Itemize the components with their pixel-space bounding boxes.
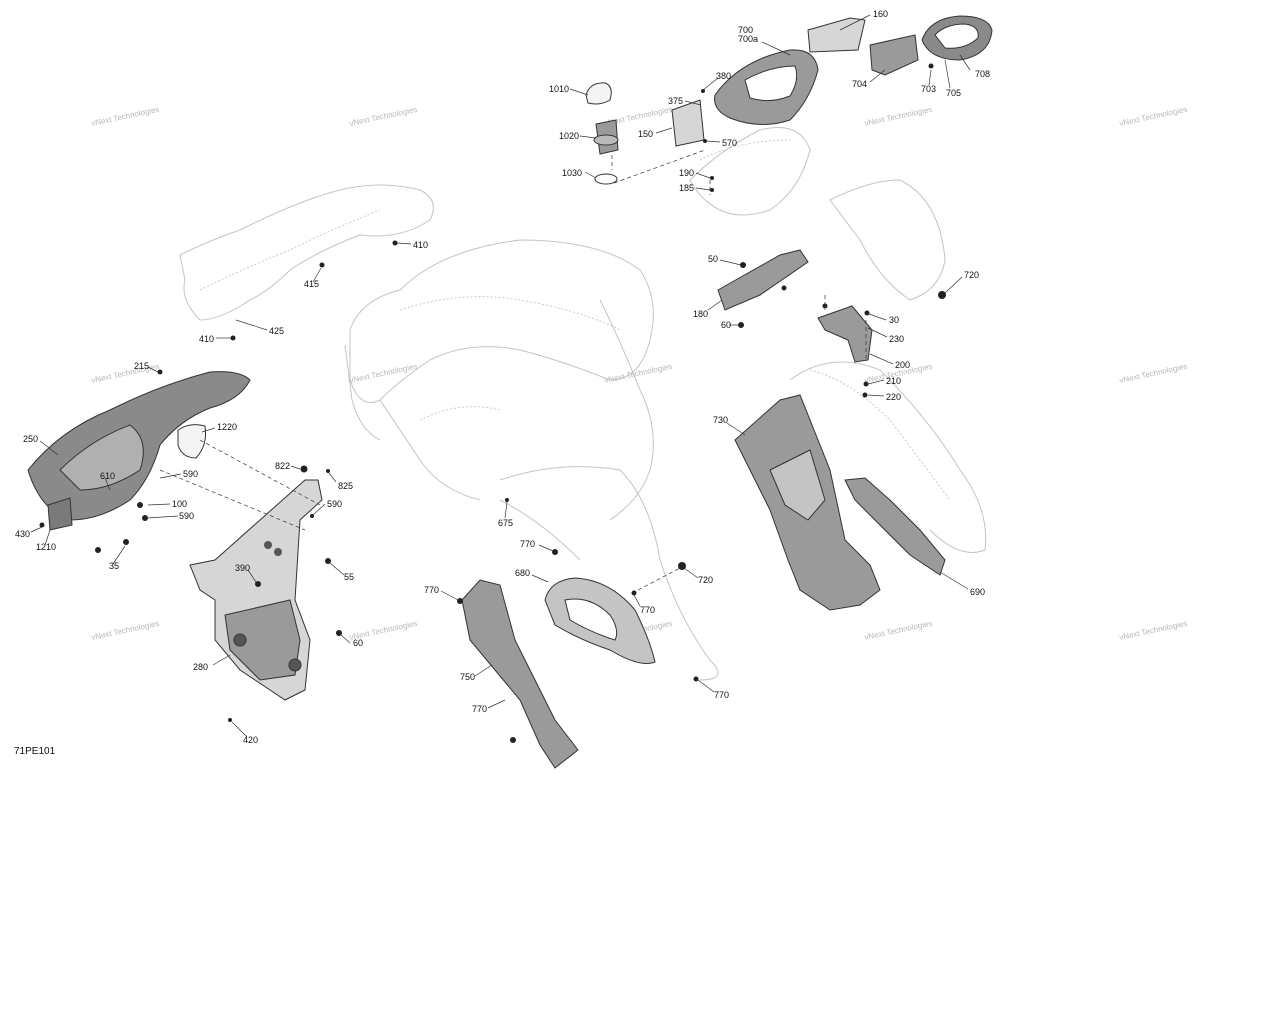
callout-410-upper: 410 (413, 240, 428, 250)
callout-1020: 1020 (559, 131, 579, 141)
callout-180: 180 (693, 309, 708, 319)
svg-text:vNext Technologies: vNext Technologies (604, 362, 674, 385)
gauge-705 (921, 15, 993, 61)
svg-text:vNext Technologies: vNext Technologies (349, 105, 419, 128)
callout-770-c: 770 (424, 585, 439, 595)
svg-text:vNext Technologies: vNext Technologies (91, 362, 161, 385)
panel-704 (869, 34, 919, 76)
callout-770-b: 770 (640, 605, 655, 615)
callout-675: 675 (498, 518, 513, 528)
fasteners (39, 63, 946, 743)
panel-150 (671, 99, 705, 147)
callout-590-b: 590 (179, 511, 194, 521)
cap-1010 (585, 82, 612, 105)
callout-410-lower: 410 (199, 334, 214, 344)
alignment-lines (159, 149, 867, 591)
callout-380: 380 (716, 71, 731, 81)
callout-30: 30 (889, 315, 899, 325)
callout-250: 250 (23, 434, 38, 444)
svg-text:vNext Technologies: vNext Technologies (91, 105, 161, 128)
svg-text:vNext Technologies: vNext Technologies (1119, 105, 1189, 128)
callout-60-upper: 60 (721, 320, 731, 330)
callout-750: 750 (460, 672, 475, 682)
console-700 (714, 49, 819, 125)
callout-415: 415 (304, 279, 319, 289)
diagram-code: 71PE101 (14, 746, 56, 757)
callout-60-lower: 60 (353, 638, 363, 648)
callout-1010: 1010 (549, 84, 569, 94)
callout-700a: 700a (738, 34, 758, 44)
callout-680: 680 (515, 568, 530, 578)
callout-770-e: 770 (714, 690, 729, 700)
callout-430: 430 (15, 529, 30, 539)
callout-420: 420 (243, 735, 258, 745)
callout-570: 570 (722, 138, 737, 148)
callout-220: 220 (886, 392, 901, 402)
callout-590-a: 590 (183, 469, 198, 479)
callout-590-c: 590 (327, 499, 342, 509)
svg-text:vNext Technologies: vNext Technologies (349, 362, 419, 385)
neck-1020 (593, 119, 619, 155)
svg-text:vNext Technologies: vNext Technologies (864, 619, 934, 642)
callout-labels: 160 700 700a 708 704 703 705 380 375 101… (15, 9, 990, 745)
dashboard-250 (27, 371, 251, 521)
svg-text:vNext Technologies: vNext Technologies (1119, 619, 1189, 642)
callout-200: 200 (895, 360, 910, 370)
ghost-vehicle-body (179, 127, 987, 681)
callout-770-a: 770 (520, 539, 535, 549)
callout-50: 50 (708, 254, 718, 264)
panel-1210 (47, 497, 73, 531)
callout-210: 210 (886, 376, 901, 386)
panel-690 (844, 477, 946, 576)
callout-35: 35 (109, 561, 119, 571)
callout-704: 704 (852, 79, 867, 89)
callout-700: 700 (738, 25, 753, 35)
bracket-50 (717, 249, 809, 311)
callout-703: 703 (921, 84, 936, 94)
svg-text:vNext Technologies: vNext Technologies (864, 105, 934, 128)
callout-1030: 1030 (562, 168, 582, 178)
callout-425: 425 (269, 326, 284, 336)
callout-185: 185 (679, 183, 694, 193)
callout-280: 280 (193, 662, 208, 672)
panel-680 (544, 577, 656, 664)
callout-1220: 1220 (217, 422, 237, 432)
callout-720-lower: 720 (698, 575, 713, 585)
callout-190: 190 (679, 168, 694, 178)
svg-text:vNext Technologies: vNext Technologies (1119, 362, 1189, 385)
console-cover-160 (807, 17, 866, 53)
callout-708: 708 (975, 69, 990, 79)
panel-730 (734, 394, 881, 611)
callout-690: 690 (970, 587, 985, 597)
panel-1220 (177, 424, 207, 459)
svg-text:vNext Technologies: vNext Technologies (91, 619, 161, 642)
frame-280 (189, 479, 323, 701)
callout-705: 705 (946, 88, 961, 98)
callout-100: 100 (172, 499, 187, 509)
callout-375: 375 (668, 96, 683, 106)
callout-390: 390 (235, 563, 250, 573)
leader-lines (30, 14, 971, 738)
callout-720-upper: 720 (964, 270, 979, 280)
callout-610: 610 (100, 471, 115, 481)
callout-150: 150 (638, 129, 653, 139)
callout-770-d: 770 (472, 704, 487, 714)
callout-215: 215 (134, 361, 149, 371)
bracket-200 (817, 305, 873, 363)
callout-55: 55 (344, 572, 354, 582)
callout-160: 160 (873, 9, 888, 19)
callout-825: 825 (338, 481, 353, 491)
callout-230: 230 (889, 334, 904, 344)
callout-730: 730 (713, 415, 728, 425)
callout-822: 822 (275, 461, 290, 471)
callout-1210: 1210 (36, 542, 56, 552)
ring-1030 (594, 173, 618, 185)
panel-750 (461, 579, 579, 769)
